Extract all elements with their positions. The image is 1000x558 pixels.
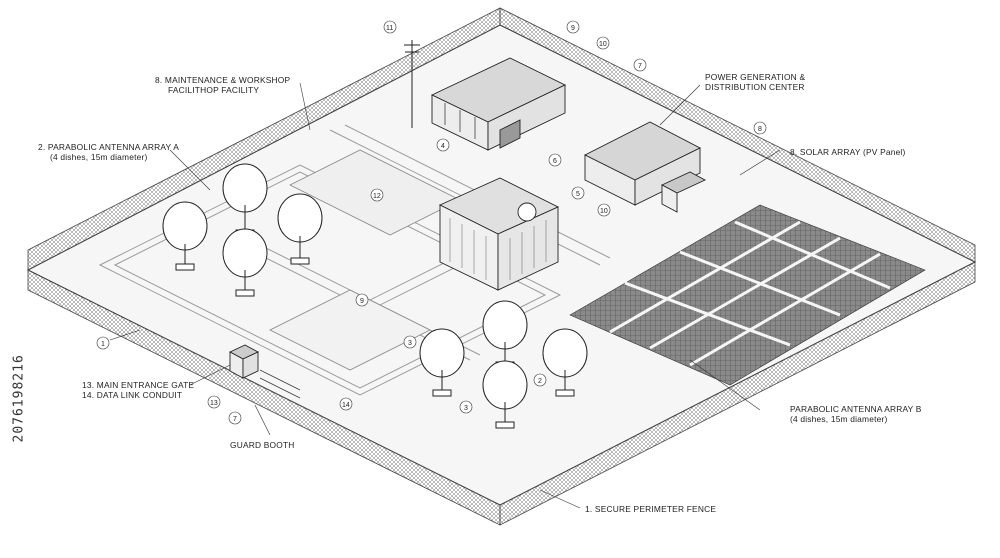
guard-booth <box>228 344 301 399</box>
label-gate-2: 14. DATA LINK CONDUIT <box>82 390 182 400</box>
maintenance-building <box>430 57 567 151</box>
leader-lines <box>109 82 781 509</box>
perimeter-fence <box>27 7 976 526</box>
label-maintenance-1: 8. MAINTENANCE & WORKSHOP <box>155 75 291 85</box>
label-array-a-2: (4 dishes, 15m diameter) <box>50 152 147 162</box>
callout-5: 5 <box>576 191 580 198</box>
label-array-b-2: (4 dishes, 15m diameter) <box>790 414 887 424</box>
label-power-2: DISTRIBUTION CENTER <box>705 82 805 92</box>
label-array-b-1: PARABOLIC ANTENNA ARRAY B <box>790 404 922 414</box>
callout-9: 9 <box>571 25 575 32</box>
label-guard: GUARD BOOTH <box>230 440 295 450</box>
callout-2: 2 <box>538 378 542 385</box>
callout-6: 6 <box>553 158 557 165</box>
callout-9b: 9 <box>360 298 364 305</box>
communication-mast <box>404 40 420 128</box>
label-fence: 1. SECURE PERIMETER FENCE <box>585 504 716 514</box>
label-power-1: POWER GENERATION & <box>705 72 805 82</box>
callout-7b: 7 <box>233 416 237 423</box>
callout-10b: 10 <box>600 208 608 215</box>
callout-7: 7 <box>638 63 642 70</box>
callout-10: 10 <box>599 41 607 48</box>
control-building <box>438 177 560 291</box>
stock-id-strip: 2076198216 <box>4 300 27 450</box>
antenna-array-a <box>162 163 323 297</box>
power-center-building <box>583 121 707 213</box>
label-solar: 8. SOLAR ARRAY (PV Panel) <box>790 147 905 157</box>
callout-12: 12 <box>373 193 381 200</box>
callouts <box>96 20 767 425</box>
label-array-a-1: 2. PARABOLIC ANTENNA ARRAY A <box>38 142 179 152</box>
callout-4: 4 <box>441 143 445 150</box>
callout-3a: 3 <box>408 340 412 347</box>
callout-1: 1 <box>101 341 105 348</box>
stock-id: 2076198216 <box>11 354 27 443</box>
callout-14: 14 <box>342 402 350 409</box>
callout-11: 11 <box>386 25 393 32</box>
antenna-array-b <box>419 300 588 429</box>
callout-13: 13 <box>210 400 218 407</box>
callout-8: 8 <box>758 126 762 133</box>
callout-3b: 3 <box>464 405 468 412</box>
label-gate-1: 13. MAIN ENTRANCE GATE <box>82 380 194 390</box>
solar-array <box>569 204 926 386</box>
label-maintenance-2: FACILITHOP FACILITY <box>168 85 259 95</box>
